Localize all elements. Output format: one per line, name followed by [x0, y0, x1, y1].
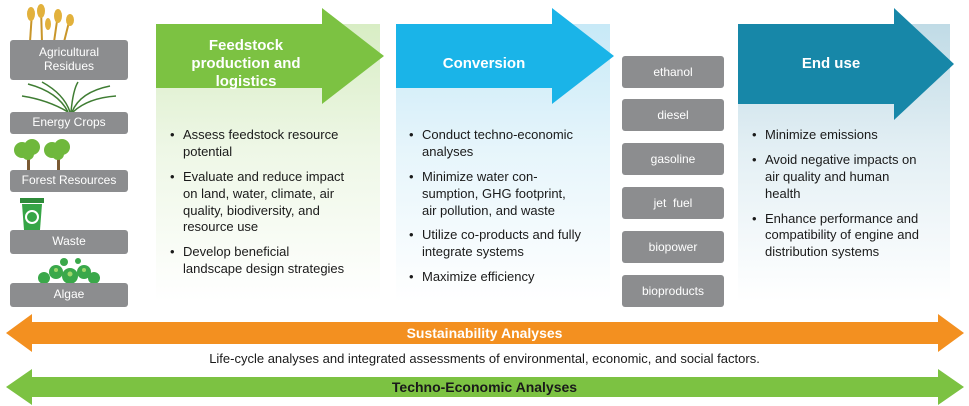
resource-waste: Waste [10, 230, 128, 254]
feedstock-title: Feedstock production and logistics [191, 37, 301, 90]
sustainability-caption: Life-cycle analyses and integrated asses… [209, 351, 760, 366]
wheat-icon [27, 4, 74, 42]
recycle-bin-icon [20, 198, 44, 230]
sustainability-title: Sustainability Analyses [406, 325, 563, 341]
product-biopower: biopower [622, 231, 724, 263]
resource-energy-crops: Energy Crops [10, 112, 128, 134]
resource-agricultural-residues: Agricultural Residues [10, 40, 128, 80]
resource-algae: Algae [10, 283, 128, 307]
techno-economic-double-arrow [6, 369, 964, 405]
end-use-item: Minimize emissions [750, 127, 950, 144]
product-jet-fuel: jet fuel [622, 187, 724, 219]
end-use-title: End use [801, 55, 861, 72]
grass-icon [21, 81, 117, 112]
resource-forest-resources: Forest Resources [10, 170, 128, 192]
product-gasoline: gasoline [622, 143, 724, 175]
techno-economic-title: Techno-Economic Analyses [391, 379, 578, 395]
product-ethanol: ethanol [622, 56, 724, 88]
conversion-arrow [396, 8, 614, 104]
conversion-item: Minimize water con-sumption, GHG footpri… [407, 169, 607, 220]
trees-icon [14, 139, 70, 170]
conversion-title: Conversion [442, 55, 526, 72]
product-bioproducts: bioproducts [622, 275, 724, 307]
end-use-arrow [738, 8, 954, 120]
algae-icon [38, 258, 100, 284]
sustainability-double-arrow [6, 314, 964, 352]
conversion-item: Maximize efficiency [407, 269, 607, 286]
feedstock-arrow [156, 8, 384, 104]
product-diesel: diesel [622, 99, 724, 131]
end-use-bullet-list: Minimize emissions Avoid negative impact… [750, 127, 950, 269]
